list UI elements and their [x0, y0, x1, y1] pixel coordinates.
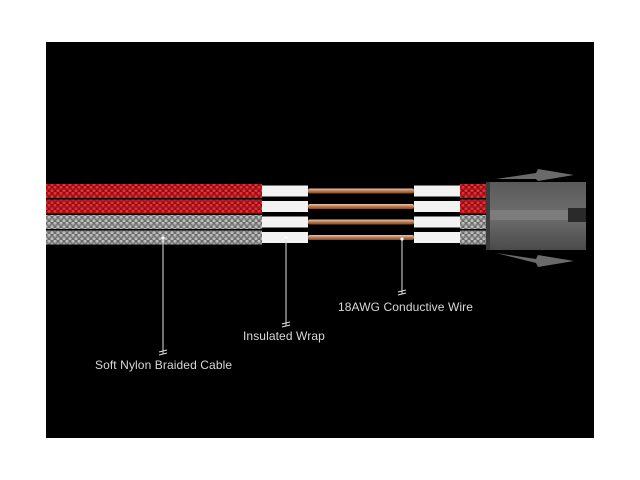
- insulation-segment: [414, 185, 460, 197]
- copper-wire: [308, 235, 414, 240]
- insulation-label: Insulated Wrap: [243, 329, 325, 343]
- cable-cutaway-diagram: [46, 169, 586, 356]
- braid-label: Soft Nylon Braided Cable: [95, 358, 233, 372]
- cable-row-1: [46, 184, 486, 198]
- connector-housing: [486, 182, 586, 250]
- braided-sleeve: [46, 215, 262, 229]
- leader-line-insulation: [281, 236, 291, 328]
- braided-sleeve: [460, 230, 486, 245]
- braided-sleeve: [46, 199, 262, 214]
- leader-line-wire: [397, 237, 407, 296]
- insulation-segment: [262, 201, 308, 212]
- braided-sleeve: [460, 215, 486, 229]
- insulation-segment: [262, 185, 308, 197]
- copper-wire: [308, 204, 414, 209]
- cable-row-3: [46, 215, 486, 229]
- braided-sleeve: [460, 184, 486, 198]
- diagram-panel: 18AWG Conductive Wire Insulated Wrap Sof…: [46, 42, 594, 438]
- cable-row-2: [46, 199, 486, 214]
- copper-wire: [308, 188, 414, 194]
- leader-line-braid: [158, 236, 168, 356]
- copper-wire: [308, 219, 414, 225]
- insulation-segment: [414, 232, 460, 243]
- arrow-icon: [496, 253, 574, 267]
- insulation-segment: [414, 201, 460, 212]
- insulation-segment: [414, 216, 460, 228]
- braided-sleeve: [46, 230, 262, 245]
- arrow-icon: [496, 169, 574, 181]
- insulation-segment: [262, 216, 308, 228]
- braided-sleeve: [460, 199, 486, 214]
- wire-label: 18AWG Conductive Wire: [338, 300, 474, 314]
- braided-sleeve: [46, 184, 262, 198]
- cable-row-4: [46, 230, 486, 245]
